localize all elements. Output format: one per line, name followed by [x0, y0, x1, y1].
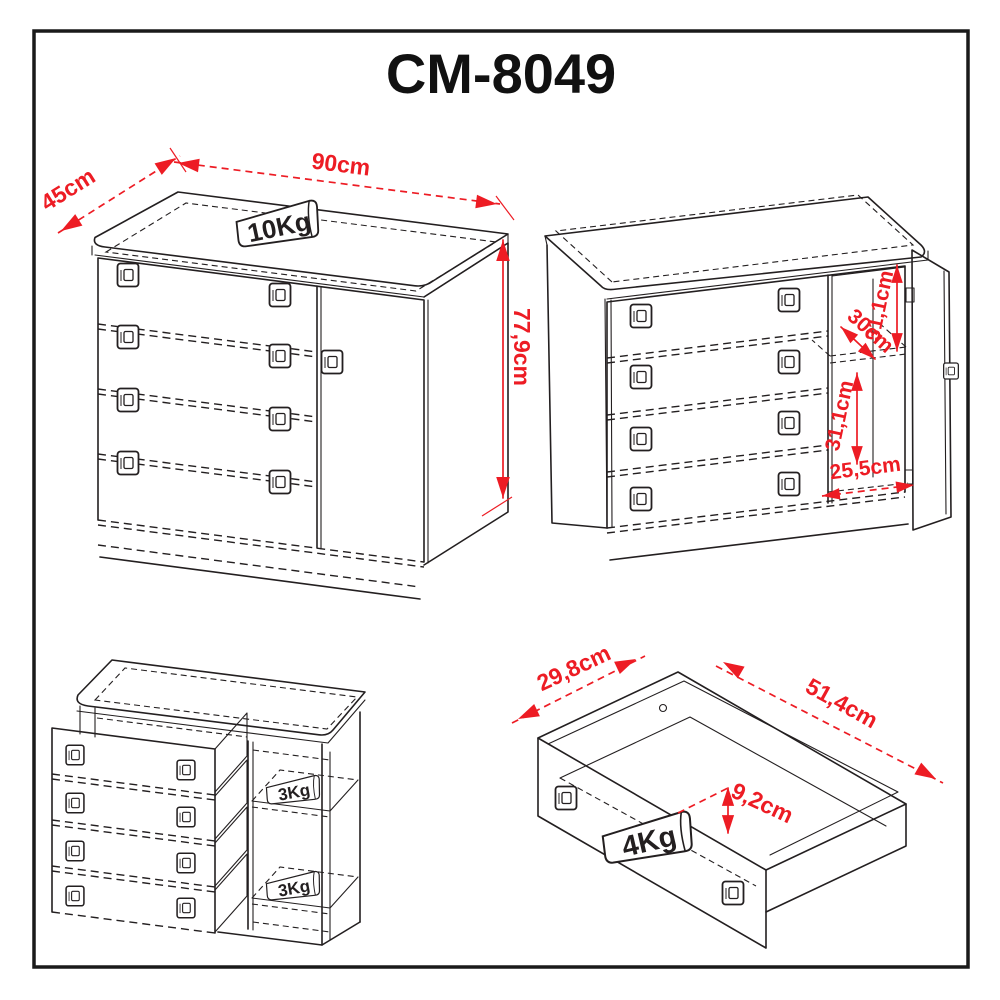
drawer-knob-left	[554, 785, 578, 811]
open-door-panel	[904, 249, 959, 531]
exploded-drawers-view: 3Kg 3Kg	[51, 659, 366, 946]
compartment-shelf-upper: 3Kg	[251, 769, 359, 818]
open-door-knob	[943, 362, 959, 380]
page-title: CM-8049	[386, 42, 616, 105]
door-knob	[320, 349, 344, 375]
svg-text:77,9cm: 77,9cm	[509, 308, 535, 386]
dim-height-779cm: 77,9cm	[481, 239, 535, 517]
drawer-box-sides	[214, 712, 248, 933]
interior-shelf	[811, 321, 907, 364]
compartment-shelf-lower: 3Kg	[251, 866, 359, 915]
drawer-knob-right	[721, 880, 745, 906]
